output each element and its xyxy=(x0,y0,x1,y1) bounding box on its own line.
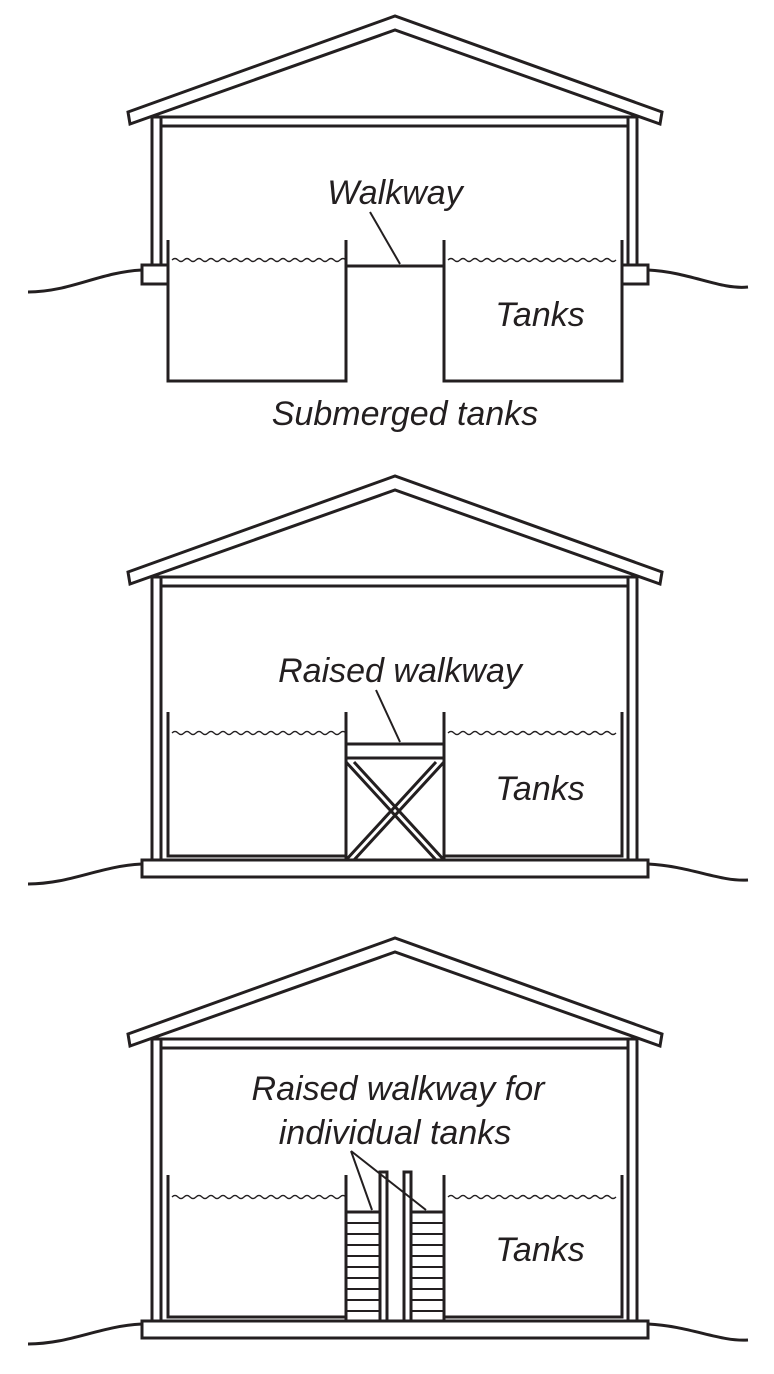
water-surface xyxy=(447,257,617,263)
building xyxy=(126,474,664,879)
water-surface xyxy=(171,730,347,736)
tank-left xyxy=(166,1175,348,1319)
raised-walkway-label-line1: Raised walkway for xyxy=(252,1070,547,1108)
ground-line xyxy=(27,268,749,294)
tank-right xyxy=(442,240,624,383)
wall-left xyxy=(150,115,163,285)
tanks-label: Tanks xyxy=(495,770,584,808)
footing-left xyxy=(140,263,170,286)
panel-raised-walkway: Raised walkway Tanks xyxy=(27,474,749,886)
ground-line xyxy=(27,862,749,886)
raised-walkway-label-line2: individual tanks xyxy=(279,1114,511,1152)
walkway-leader-line xyxy=(369,211,401,265)
tank-left xyxy=(166,240,348,383)
walkway-leader-line xyxy=(375,689,401,743)
floor-slab xyxy=(140,858,650,879)
ground-line xyxy=(27,1322,749,1346)
roof xyxy=(126,936,664,1049)
raised-walkway-left xyxy=(344,1210,382,1323)
wall-right xyxy=(626,575,639,862)
floor-slab xyxy=(140,1319,650,1340)
raised-walkway-label: Raised walkway xyxy=(278,652,524,690)
building xyxy=(126,14,664,286)
walkway-deck xyxy=(344,742,446,760)
water-surface xyxy=(447,730,617,736)
raised-walkway-right xyxy=(409,1210,446,1323)
water-surface xyxy=(171,257,347,263)
roof xyxy=(126,474,664,587)
wall-left xyxy=(150,1037,163,1323)
panel-submerged-tanks: Walkway Tanks Submerged tanks xyxy=(27,14,749,433)
wall-right xyxy=(626,115,639,285)
walkway-leader-lines xyxy=(350,1150,427,1211)
wall-left xyxy=(150,575,163,862)
water-surface xyxy=(447,1194,617,1200)
walkway-label: Walkway xyxy=(327,174,464,212)
raised-walkway-structure xyxy=(344,742,446,862)
wall-right xyxy=(626,1037,639,1323)
cross-brace xyxy=(344,760,446,862)
panel-individual-walkways: Raised walkway for individual tanks Tank… xyxy=(27,936,749,1346)
building xyxy=(126,936,664,1340)
footing-right xyxy=(620,263,650,286)
roof xyxy=(126,14,664,127)
tanks-label: Tanks xyxy=(495,296,584,334)
water-surface xyxy=(171,1194,347,1200)
tanks-label: Tanks xyxy=(495,1231,584,1269)
submerged-tanks-caption: Submerged tanks xyxy=(272,395,539,433)
tank-left xyxy=(166,712,348,858)
